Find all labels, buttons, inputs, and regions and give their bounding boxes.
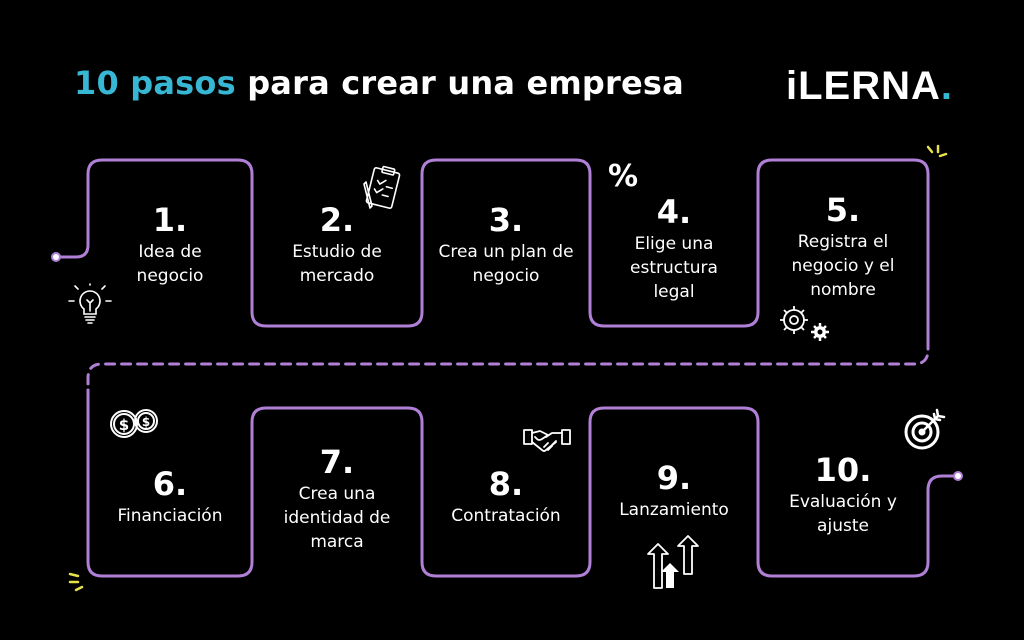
step-2-number: 2. — [319, 201, 355, 239]
sparkle-top-right-icon — [926, 144, 948, 158]
growth-arrows-icon — [647, 535, 699, 589]
target-icon — [904, 408, 946, 450]
step-3-label: Crea un plan de negocio — [438, 242, 574, 286]
title-highlight: 10 pasos — [74, 64, 236, 102]
handshake-icon — [523, 429, 571, 452]
coins-dollar-icon: $ $ — [110, 409, 158, 438]
step-5-label: Registra el negocio y el nombre — [791, 232, 895, 300]
step-1: 1. Idea de negocio — [95, 202, 245, 288]
flow-start-dot — [51, 252, 61, 262]
step-6: 6. Financiación — [95, 466, 245, 528]
step-4-label: Elige una estructura legal — [630, 234, 718, 302]
lightbulb-icon — [68, 283, 112, 324]
step-5-number: 5. — [825, 191, 861, 229]
step-2-label: Estudio de mercado — [292, 242, 382, 286]
logo-dot: . — [940, 64, 954, 108]
step-9-number: 9. — [656, 459, 692, 497]
step-7: 7. Crea una identidad de marca — [262, 444, 412, 554]
step-10-number: 10. — [814, 451, 872, 489]
svg-text:$: $ — [119, 416, 129, 434]
flow-end-dot — [953, 471, 963, 481]
step-9-label: Lanzamiento — [619, 500, 729, 520]
step-8-number: 8. — [488, 465, 524, 503]
logo-text: iLERNA — [786, 64, 941, 108]
step-3: 3. Crea un plan de negocio — [431, 202, 581, 288]
title-rest: para crear una empresa — [235, 64, 684, 102]
step-7-label: Crea una identidad de marca — [283, 484, 391, 552]
clipboard-checklist-icon — [363, 165, 401, 209]
step-1-label: Idea de negocio — [136, 242, 204, 286]
step-6-label: Financiación — [117, 506, 223, 526]
ilerna-logo: iLERNA. — [786, 64, 953, 109]
step-9: 9. Lanzamiento — [599, 460, 749, 522]
step-10: 10. Evaluación y ajuste — [768, 452, 918, 538]
step-1-number: 1. — [152, 201, 188, 239]
step-3-number: 3. — [488, 201, 524, 239]
sparkle-bottom-left-icon — [68, 572, 84, 592]
step-4: 4. Elige una estructura legal — [599, 194, 749, 304]
page-title: 10 pasos para crear una empresa — [74, 64, 684, 102]
step-8-label: Contratación — [451, 506, 561, 526]
step-7-number: 7. — [319, 443, 355, 481]
gears-icon — [780, 306, 829, 341]
step-6-number: 6. — [152, 465, 188, 503]
step-10-label: Evaluación y ajuste — [789, 492, 897, 536]
step-2: 2. Estudio de mercado — [262, 202, 412, 288]
svg-text:$: $ — [142, 415, 150, 429]
percent-icon: % — [608, 159, 639, 194]
step-4-number: 4. — [656, 193, 692, 231]
step-8: 8. Contratación — [431, 466, 581, 528]
step-5: 5. Registra el negocio y el nombre — [768, 192, 918, 302]
